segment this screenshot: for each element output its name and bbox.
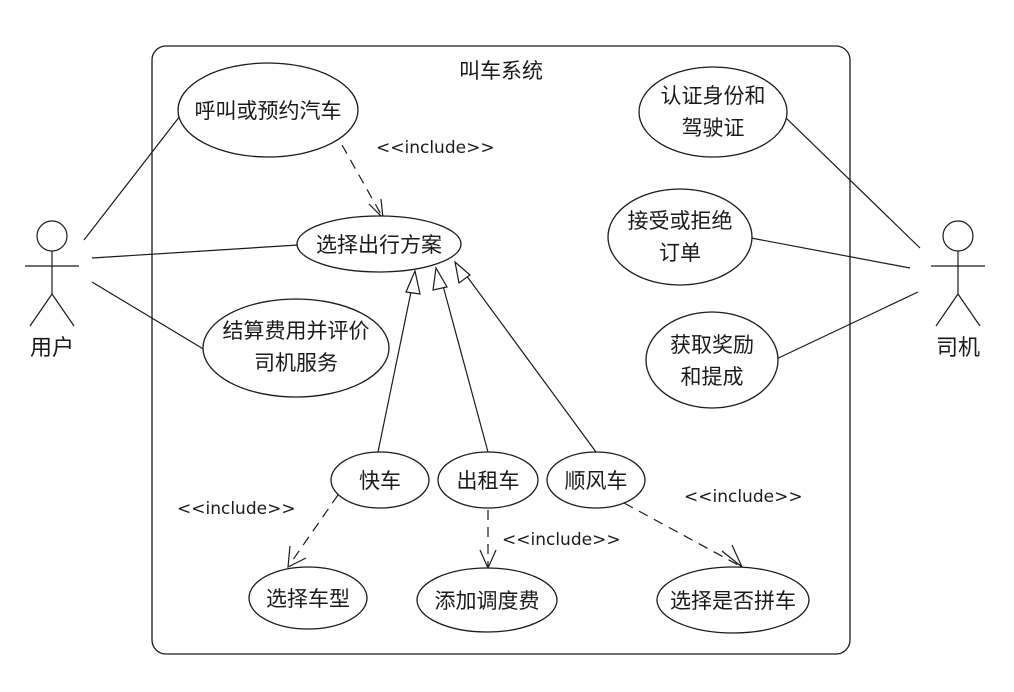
use-case-choose-plan: 选择出行方案 (296, 215, 462, 273)
include-label-4: <<include>> (684, 487, 803, 507)
use-case-reward-commission: 获取奖励 和提成 (645, 311, 779, 409)
svg-text:订单: 订单 (659, 241, 701, 265)
use-case-settle-and-rate: 结算费用并评价 司机服务 (202, 298, 390, 398)
gen-line-taxi (441, 281, 489, 453)
use-case-call-or-book: 呼叫或预约汽车 (177, 62, 359, 158)
include-arrow-express-model (287, 545, 307, 569)
use-case-choose-model: 选择车型 (248, 566, 368, 630)
svg-text:结算费用并评价: 结算费用并评价 (223, 319, 370, 343)
use-case-add-dispatch-fee: 添加调度费 (416, 567, 558, 633)
svg-text:司机: 司机 (936, 336, 980, 361)
svg-text:顺风车: 顺风车 (565, 469, 628, 493)
include-line-hitch-carpool (623, 502, 741, 567)
assoc-user-plan (91, 244, 299, 259)
use-case-express: 快车 (330, 451, 430, 509)
assoc-driver-accept (750, 237, 911, 269)
svg-text:用户: 用户 (30, 336, 74, 361)
svg-text:选择车型: 选择车型 (266, 587, 350, 611)
include-label-1: <<include>> (376, 138, 495, 158)
assoc-driver-reward (769, 291, 919, 363)
actor-user: 用户 (25, 220, 79, 361)
svg-text:获取奖励: 获取奖励 (670, 333, 754, 357)
include-line-express-model (289, 494, 339, 565)
svg-text:接受或拒绝: 接受或拒绝 (628, 209, 733, 233)
include-line-call-plan (341, 144, 383, 217)
svg-text:选择是否拼车: 选择是否拼车 (670, 589, 796, 613)
include-label-2: <<include>> (177, 499, 296, 519)
svg-text:驾驶证: 驾驶证 (682, 116, 745, 140)
svg-text:认证身份和: 认证身份和 (661, 84, 766, 108)
gen-line-hitch (465, 274, 597, 453)
svg-text:出租车: 出租车 (457, 469, 520, 493)
use-case-verify-identity: 认证身份和 驾驶证 (638, 66, 788, 158)
system-title: 叫车系统 (459, 59, 543, 83)
svg-text:添加调度费: 添加调度费 (435, 589, 540, 613)
include-label-3: <<include>> (502, 530, 621, 550)
use-case-accept-or-reject: 接受或拒绝 订单 (607, 188, 753, 286)
assoc-user-settle (91, 281, 206, 351)
use-case-taxi: 出租车 (437, 451, 539, 509)
assoc-driver-verify (783, 115, 921, 249)
actor-driver: 司机 (931, 220, 985, 361)
svg-text:呼叫或预约汽车: 呼叫或预约汽车 (195, 99, 342, 123)
gen-arrow-taxi (432, 266, 448, 291)
use-case-hitch: 顺风车 (546, 451, 646, 509)
gen-line-express (377, 286, 413, 453)
svg-text:选择出行方案: 选择出行方案 (316, 233, 442, 257)
assoc-user-call (83, 115, 181, 241)
svg-text:司机服务: 司机服务 (254, 351, 338, 375)
gen-arrow-express (405, 269, 421, 295)
gen-arrow-hitch (454, 260, 471, 285)
svg-text:和提成: 和提成 (681, 365, 744, 389)
use-case-choose-carpool: 选择是否拼车 (656, 566, 810, 634)
svg-text:快车: 快车 (359, 469, 401, 493)
